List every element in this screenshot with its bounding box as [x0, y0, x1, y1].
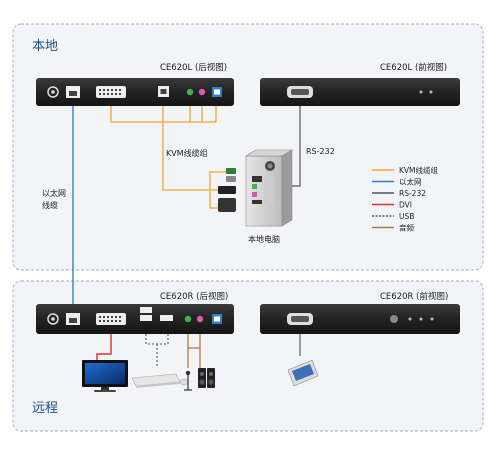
- audio-out-jack-icon: [184, 315, 192, 323]
- led-icon: [429, 90, 433, 94]
- usb-a-port-icon: [140, 315, 152, 321]
- ce620l-front-unit: [260, 78, 460, 106]
- legend-label-dvi: DVI: [399, 201, 412, 210]
- ethernet-cable-label-1: 以太网: [42, 188, 66, 198]
- monitor-icon: [82, 360, 128, 392]
- usb-cable: [145, 334, 169, 366]
- remote-front-title: CE620R (前视图): [380, 291, 448, 302]
- led-icon: [430, 317, 434, 321]
- power-jack-icon: [47, 313, 59, 325]
- local-region-label: 本地: [32, 39, 58, 54]
- legend-label-ethernet: 以太网: [399, 177, 422, 187]
- local-region: [12, 23, 484, 271]
- power-jack-icon: [47, 86, 59, 98]
- pc-tower-icon: [218, 149, 294, 227]
- led-icon: [408, 317, 412, 321]
- kvm-cable-label: KVM线缆组: [166, 148, 208, 158]
- local-rear-title: CE620L (后视图): [160, 62, 227, 73]
- ce620l-rear-unit: [36, 78, 234, 106]
- ce620r-rear-unit: [36, 304, 234, 334]
- audio-cable: [187, 334, 201, 368]
- touchpad-icon: [287, 359, 319, 387]
- remote-region-label: 远程: [32, 401, 58, 416]
- speakers-icon: [198, 368, 215, 388]
- mic-in-jack-icon: [196, 315, 204, 323]
- kvm-cable: [110, 106, 230, 209]
- remote-region: [12, 280, 484, 432]
- mic-in-jack-icon: [198, 88, 206, 96]
- keyboard-icon: [131, 373, 181, 388]
- led-icon: [419, 90, 423, 94]
- legend-label-kvm: KVM线缆组: [399, 165, 439, 175]
- legend-label-rs232: RS-232: [399, 189, 426, 198]
- led-icon: [419, 317, 423, 321]
- dvi-port-icon: [96, 313, 126, 325]
- legend-label-audio: 音频: [399, 223, 414, 233]
- dvi-port-icon: [96, 86, 126, 98]
- ethernet-cable-label-2: 线缆: [42, 200, 58, 210]
- microphone-icon: [184, 370, 192, 391]
- remote-rear-title: CE620R (后视图): [160, 291, 228, 302]
- dvi-cable: [96, 334, 112, 362]
- rs232-cable-label: RS-232: [306, 147, 335, 156]
- legend-label-usb: USB: [399, 212, 414, 221]
- audio-out-jack-icon: [186, 88, 194, 96]
- ce620r-front-unit: [260, 304, 460, 334]
- usb-a-port-icon: [140, 307, 152, 313]
- local-front-title: CE620L (前视图): [380, 62, 447, 73]
- button-icon: [390, 315, 398, 323]
- local-pc-label: 本地电脑: [248, 234, 280, 244]
- usb-a-port-icon: [160, 315, 173, 321]
- mouse-icon: [179, 378, 189, 386]
